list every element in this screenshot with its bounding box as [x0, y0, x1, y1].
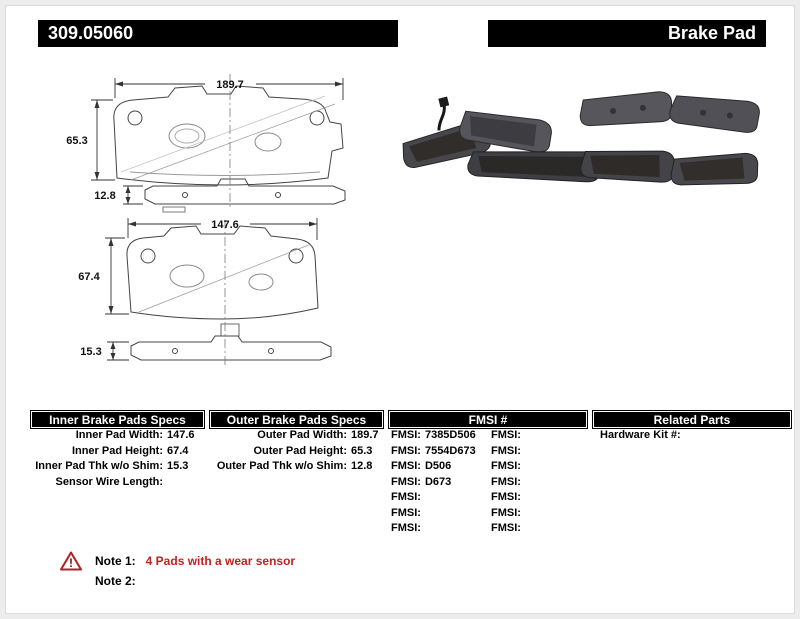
fmsi-row: FMSI:7554D673: [391, 444, 476, 457]
photo-pad-3: [467, 151, 601, 183]
spec-row: Inner Pad Width:147.6: [75, 429, 195, 441]
related-parts-header: Related Parts: [592, 410, 792, 429]
svg-text:!: !: [69, 556, 73, 570]
photo-pad-2: [459, 110, 552, 153]
fmsi-row: FMSI:: [491, 491, 521, 503]
spec-row: Inner Pad Thk w/o Shim:15.3: [35, 460, 189, 472]
part-number-bar: 309.05060: [38, 20, 398, 47]
fmsi-row: FMSI:7385D506: [391, 429, 476, 441]
note-1: Note 1:4 Pads with a wear sensor: [95, 554, 296, 568]
sensor-wire: [437, 105, 446, 131]
note-2: Note 2:: [95, 574, 136, 588]
fmsi-header: FMSI #: [388, 410, 588, 429]
fmsi-row: FMSI:D506: [391, 460, 452, 472]
photo-pad-5: [669, 95, 760, 133]
spec-row: Inner Pad Height:67.4: [71, 444, 189, 457]
fmsi-column-1: FMSI:7385D506 FMSI:7554D673 FMSI:D506 FM…: [391, 428, 476, 537]
dim-outer-width-label: 189.7: [216, 79, 244, 91]
spec-row: Outer Pad Width:189.7: [257, 429, 379, 441]
fmsi-row: FMSI:: [491, 460, 521, 472]
dim-outer-thickness-label: 12.8: [94, 190, 115, 202]
fmsi-row: FMSI:: [491, 444, 521, 457]
photo-pad-4: [579, 91, 673, 127]
inner-specs-header: Inner Brake Pads Specs: [30, 410, 205, 429]
inner-pad-outline: [126, 225, 319, 320]
inner-specs-column: Inner Pad Width:147.6 Inner Pad Height:6…: [30, 428, 195, 490]
fmsi-row: FMSI:D673: [391, 475, 452, 488]
outer-pad-side-outline: [144, 178, 346, 205]
fmsi-column-2: FMSI: FMSI: FMSI: FMSI: FMSI: FMSI: FMSI…: [491, 428, 525, 537]
dim-outer-height-label: 65.3: [66, 135, 87, 147]
warning-triangle-icon: !: [60, 551, 82, 571]
outer-pad-outline: [113, 85, 344, 186]
center-lines: [224, 74, 231, 366]
spec-row: Outer Pad Thk w/o Shim:12.8: [216, 460, 373, 472]
product-type: Brake Pad: [667, 23, 756, 43]
dim-inner-height-label: 67.4: [78, 271, 100, 283]
dim-inner-thickness-label: 15.3: [80, 346, 101, 358]
spec-row: Sensor Wire Length:: [55, 475, 163, 488]
fmsi-row: FMSI:: [391, 522, 421, 534]
fmsi-row: FMSI:: [491, 506, 521, 519]
fmsi-row: FMSI:: [491, 475, 521, 488]
inner-pad-side-outline: [130, 335, 332, 361]
fmsi-row: FMSI:: [391, 491, 421, 503]
part-number: 309.05060: [48, 23, 134, 43]
fmsi-row: FMSI:: [391, 506, 421, 519]
technical-drawing: 189.7 65.3 12.8 147.6 67.4 15.3: [66, 74, 346, 366]
photo-pad-6: [580, 150, 675, 183]
fmsi-row: FMSI:: [491, 522, 521, 534]
outer-specs-header: Outer Brake Pads Specs: [209, 410, 384, 429]
spec-row: Outer Pad Height:65.3: [253, 444, 373, 457]
product-photos: [402, 91, 760, 186]
photo-pad-7: [670, 152, 759, 186]
related-parts-row: Hardware Kit #:: [600, 429, 681, 441]
product-type-bar: Brake Pad: [488, 20, 766, 47]
fmsi-row: FMSI:: [491, 429, 521, 441]
dimension-arrowheads: [94, 81, 343, 360]
dim-inner-width-label: 147.6: [211, 219, 239, 231]
related-parts-column: Hardware Kit #:: [600, 428, 685, 444]
outer-specs-column: Outer Pad Width:189.7 Outer Pad Height:6…: [205, 428, 379, 475]
